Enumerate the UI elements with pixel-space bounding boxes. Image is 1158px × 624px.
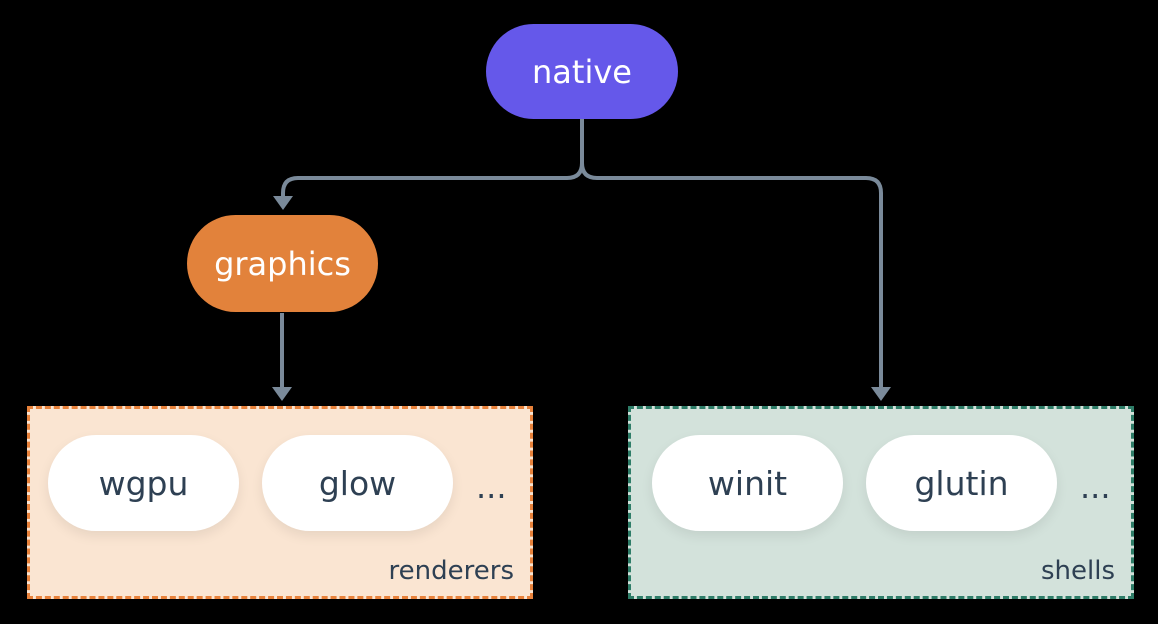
renderers-ellipsis: ... (476, 468, 507, 506)
node-native-label: native (532, 52, 632, 91)
arrowheads (272, 196, 891, 401)
renderers-chip-row: wgpu glow ... (48, 435, 507, 531)
chip-glow-label: glow (318, 463, 397, 503)
chip-wgpu-label: wgpu (98, 463, 189, 503)
node-graphics-label: graphics (214, 244, 351, 283)
edge-native-to-shells (580, 118, 883, 388)
edge-native-to-graphics (281, 118, 584, 197)
chip-glutin-label: glutin (914, 463, 1009, 503)
node-native: native (486, 24, 678, 119)
chip-winit: winit (652, 435, 843, 531)
arrowhead-shells (871, 387, 891, 401)
shells-group-label: shells (1040, 556, 1115, 586)
chip-wgpu: wgpu (48, 435, 239, 531)
arrowhead-renderers (272, 387, 292, 401)
chip-glutin: glutin (866, 435, 1057, 531)
arrowhead-graphics (273, 196, 293, 210)
renderers-group-label: renderers (388, 556, 514, 586)
group-renderers: wgpu glow ... renderers (27, 406, 533, 599)
chip-winit-label: winit (707, 463, 788, 503)
shells-ellipsis: ... (1080, 468, 1111, 506)
chip-glow: glow (262, 435, 453, 531)
group-shells: winit glutin ... shells (628, 406, 1134, 599)
node-graphics: graphics (187, 215, 378, 312)
shells-chip-row: winit glutin ... (652, 435, 1111, 531)
